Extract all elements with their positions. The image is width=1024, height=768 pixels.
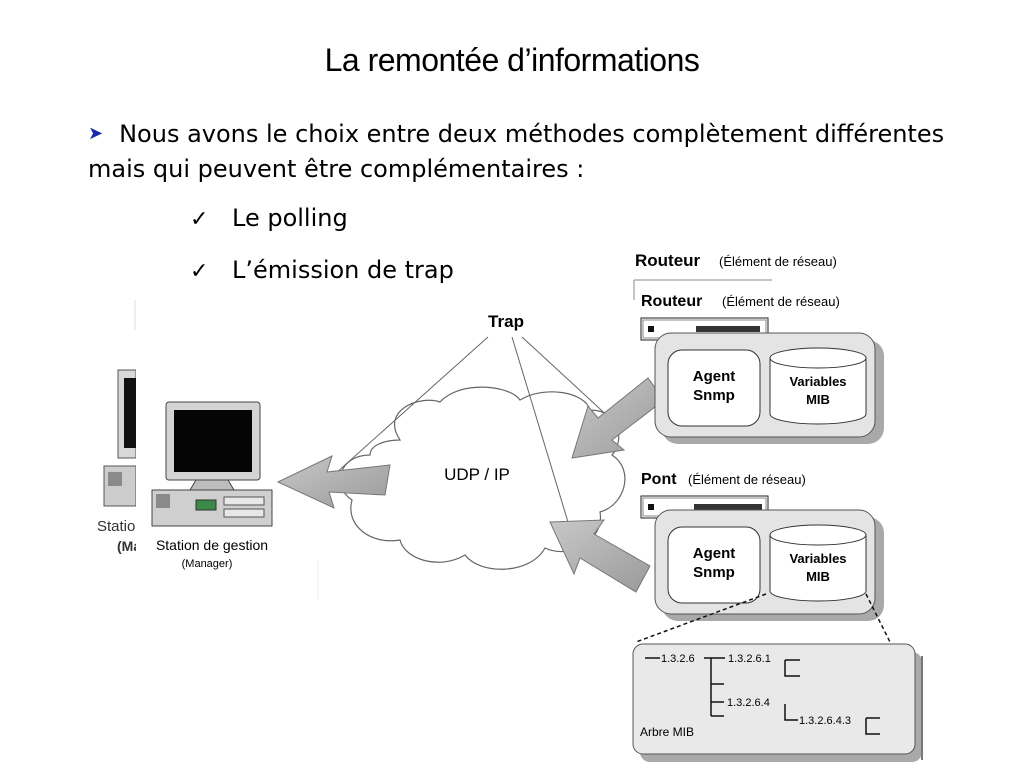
background-station-label: Statio [97, 518, 135, 535]
cloud-label: UDP / IP [444, 465, 510, 484]
agent-label: Agent [693, 368, 736, 385]
checkmark-icon: ✓ [190, 207, 209, 232]
trap-label: Trap [488, 312, 524, 331]
router-desc: (Élément de réseau) [722, 294, 840, 309]
bridge-device: Pont (Élément de réseau) Agent Snmp Vari… [640, 471, 884, 621]
mib-database-icon [769, 535, 867, 602]
intro-bullet: ➤Nous avons le choix entre deux méthodes… [88, 118, 968, 186]
top-router-label: Routeur [635, 251, 701, 270]
mib-node: 1.3.2.6 [661, 653, 695, 665]
mib-tree-panel: 1.3.2.6 1.3.2.6.1 1.3.2.6.4 1.3.2.6.4.3 … [632, 643, 923, 762]
mib-label: MIB [806, 569, 830, 584]
list-item-trap: ✓ L’émission de trap [190, 256, 454, 284]
management-station: Station de gestion (Manager) [151, 401, 273, 570]
mib-label: Variables [789, 551, 846, 566]
list-item-label: Le polling [232, 204, 348, 232]
arrow-to-manager-icon [276, 455, 391, 509]
agent-box [667, 526, 761, 604]
router-label: Routeur [641, 293, 702, 310]
agent-box [667, 349, 761, 427]
agent-label: Snmp [693, 564, 735, 581]
router-device: Routeur (Élément de réseau) Agent Snmp V… [640, 293, 884, 444]
background-station-sub: (Ma [117, 538, 141, 554]
bridge-label: Pont [641, 471, 677, 488]
mib-tree-box [632, 643, 916, 755]
checkmark-icon: ✓ [190, 259, 209, 284]
bridge-desc: (Élément de réseau) [688, 472, 806, 487]
trap-lines [325, 336, 613, 523]
background-station: Statio (Ma [97, 360, 142, 560]
slide-title: La remontée d’informations [324, 42, 700, 78]
zoom-line [635, 593, 767, 643]
top-router-desc: (Élément de réseau) [719, 254, 837, 269]
station-sub-label: (Manager) [182, 558, 233, 570]
intro-text: Nous avons le choix entre deux méthodes … [88, 120, 945, 183]
mib-label: MIB [806, 392, 830, 407]
arrow-from-bridge-icon [549, 519, 651, 593]
mib-database-icon [769, 358, 867, 425]
mib-tree-branches [645, 657, 880, 735]
arrow-bullet-icon: ➤ [88, 123, 104, 144]
mib-tree-title: Arbre MIB [640, 725, 694, 739]
arrow-from-router-icon [571, 377, 665, 459]
zoom-line [865, 593, 893, 647]
agent-label: Snmp [693, 387, 735, 404]
station-label: Station de gestion [156, 537, 268, 553]
agent-label: Agent [693, 545, 736, 562]
mib-node: 1.3.2.6.4 [727, 697, 770, 709]
list-item-polling: ✓ Le polling [190, 204, 348, 232]
mib-label: Variables [789, 374, 846, 389]
mib-node: 1.3.2.6.4.3 [799, 715, 851, 727]
mib-node: 1.3.2.6.1 [728, 653, 771, 665]
list-item-label: L’émission de trap [232, 256, 454, 284]
